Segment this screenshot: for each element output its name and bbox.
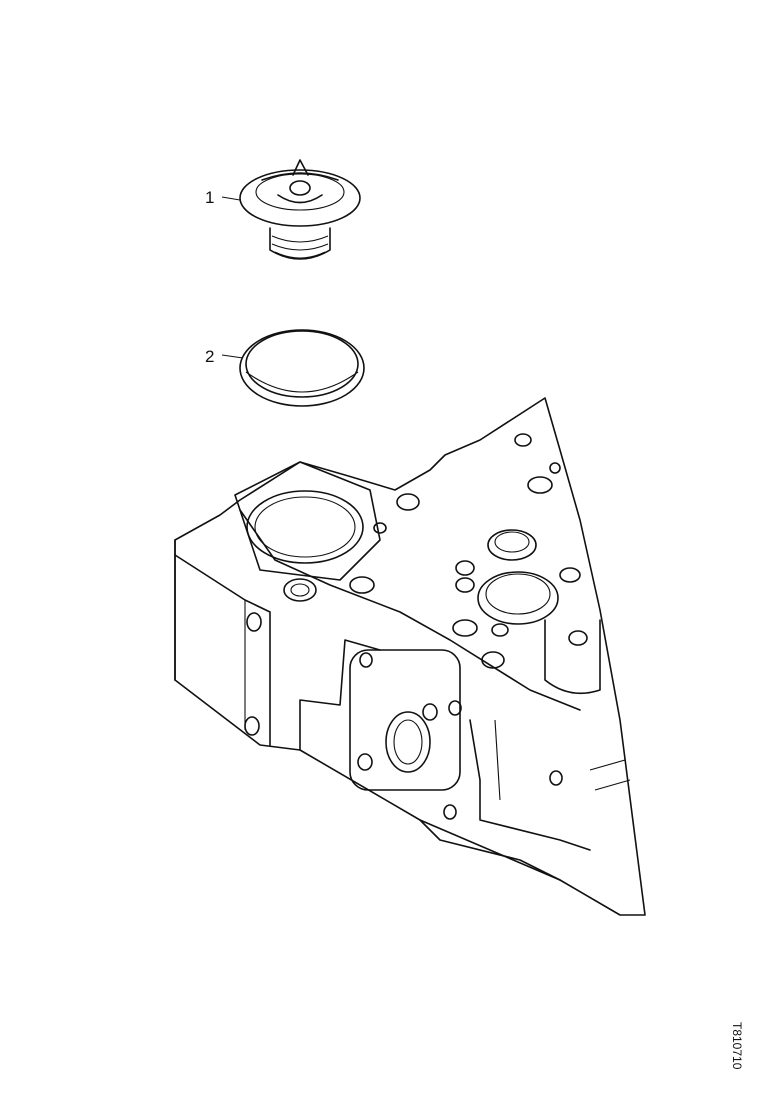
leader-line-1 — [221, 196, 241, 201]
thermostat-part — [239, 159, 361, 260]
leader-line-2 — [221, 354, 244, 359]
gasket-ring-part — [239, 329, 365, 407]
drawing-code: T810710 — [730, 1022, 744, 1070]
thermostat-seat — [234, 461, 381, 581]
callout-2: 2 — [205, 347, 214, 366]
callout-1: 1 — [205, 188, 214, 207]
coolant-bore — [477, 529, 559, 625]
cylinder-head-housing — [174, 397, 646, 916]
bolt-holes — [244, 433, 588, 820]
